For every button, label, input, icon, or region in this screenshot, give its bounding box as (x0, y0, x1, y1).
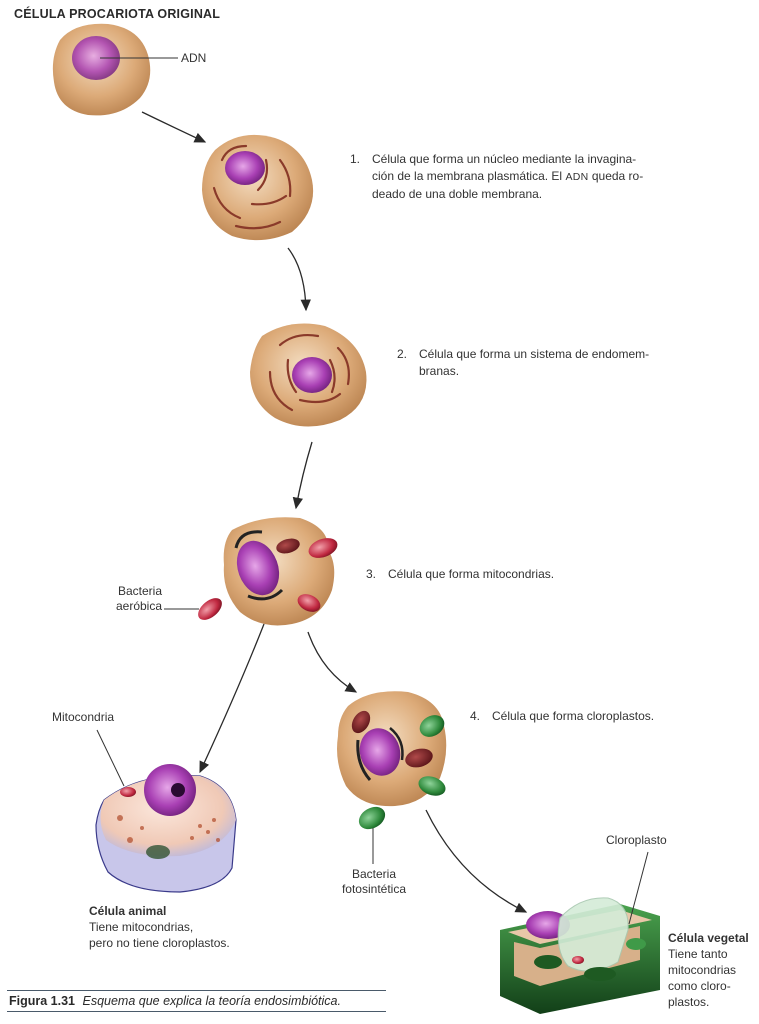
arrow-icon (141, 111, 207, 143)
arrow-icon (425, 809, 528, 913)
step-number: 4. (470, 709, 481, 723)
label-chloroplast: Cloroplasto (606, 833, 667, 847)
step-4: 4. Célula que forma cloroplastos. (470, 708, 750, 725)
plant-cell-title: Célula vegetal (668, 931, 749, 945)
cell-endomembrane-formation (250, 323, 367, 427)
plant-cell-description: Célula vegetal Tiene tanto mitocondrias … (668, 930, 749, 1010)
description-line: pero no tiene cloroplastos. (89, 936, 230, 950)
mitochondrion (572, 956, 584, 964)
description-line: como cloro- (668, 979, 731, 993)
cell-chloroplast-formation (337, 691, 447, 864)
step-text: branas. (419, 364, 460, 378)
arrow-icon (292, 441, 313, 510)
label-photosynthetic-bacterium: Bacteria fotosintética (333, 867, 415, 897)
aerobic-bacterium (297, 594, 321, 612)
chloroplast (584, 967, 616, 981)
mitochondrion (351, 710, 371, 734)
cell-nucleus-formation (202, 134, 314, 241)
description-line: Tiene mitocondrias, (89, 920, 194, 934)
label-line: Bacteria (351, 867, 397, 881)
mitochondrion (405, 748, 433, 768)
step-text: Célula que forma cloroplastos. (492, 709, 655, 723)
prokaryote-cell (52, 23, 178, 116)
mitochondrion (276, 538, 300, 554)
figure-caption: Figura 1.31 Esquema que explica la teorí… (7, 990, 386, 1012)
aerobic-bacterium (308, 538, 338, 558)
step-1: 1. Célula que forma un núcleo mediante l… (350, 151, 680, 203)
caption-label: Figura 1.31 (9, 994, 75, 1008)
arrow-icon (287, 247, 311, 312)
cell-mitochondria-formation (164, 517, 338, 626)
chloroplast (419, 715, 445, 737)
arrow-icon (307, 631, 358, 693)
mitochondrion (120, 787, 136, 797)
plant-cell (500, 851, 660, 1014)
animal-cell-title: Célula animal (89, 904, 167, 918)
description-line: Tiene tanto (668, 947, 728, 961)
dna-region (72, 36, 120, 80)
step-text-abbrev: ADN (565, 171, 589, 183)
label-aerobic-bacterium: Bacteria aeróbica (112, 584, 162, 614)
animal-cell (95, 729, 237, 893)
arrow-icon (199, 623, 265, 774)
step-number: 3. (366, 567, 377, 581)
label-line: aeróbica (115, 599, 162, 613)
step-text: queda ro- (588, 169, 644, 183)
label-adn: ADN (181, 51, 207, 65)
step-number: 2. (397, 347, 408, 361)
caption-text: Esquema que explica la teoría endosimbió… (82, 994, 341, 1008)
chloroplast (418, 776, 446, 796)
step-text: Célula que forma un núcleo mediante la i… (372, 152, 637, 166)
description-line: mitocondrias (668, 963, 737, 977)
step-text: deado de una doble membrana. (372, 187, 543, 201)
description-line: plastos. (668, 995, 710, 1009)
aerobic-bacterium (198, 598, 222, 620)
step-number: 1. (350, 152, 361, 166)
label-line: fotosintética (341, 882, 407, 896)
step-2: 2. Célula que forma un sistema de endome… (397, 346, 697, 380)
chloroplast (626, 938, 646, 950)
step-text: ción de la membrana plasmática. El (372, 169, 566, 183)
step-text: Célula que forma mitocondrias. (388, 567, 555, 581)
step-text: Célula que forma un sistema de endomem- (419, 347, 650, 361)
step-3: 3. Célula que forma mitocondrias. (366, 566, 666, 583)
chloroplast (534, 955, 562, 969)
photosynthetic-bacterium (358, 806, 386, 830)
figure-title: CÉLULA PROCARIOTA ORIGINAL (14, 7, 221, 21)
label-mitochondria: Mitocondria (52, 710, 115, 724)
label-line: Bacteria (117, 584, 162, 598)
animal-cell-description: Célula animal Tiene mitocondrias, pero n… (89, 903, 230, 951)
